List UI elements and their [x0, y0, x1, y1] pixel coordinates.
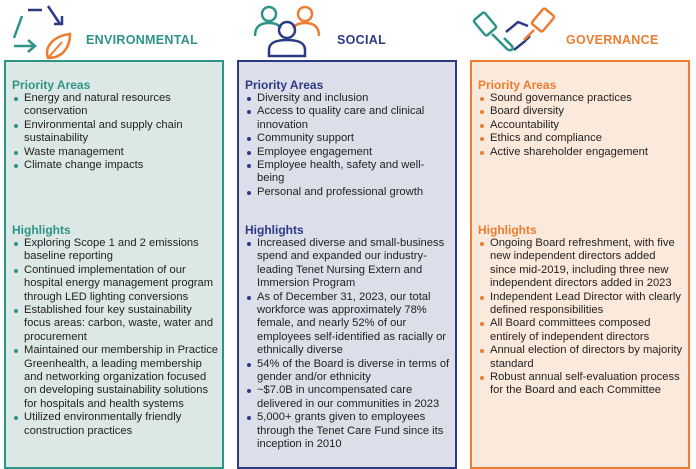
- social-column: SOCIAL Priority Areas Diversity and incl…: [237, 0, 457, 469]
- list-item: Annual election of directors by majority…: [478, 344, 684, 371]
- environmental-priority-list: Energy and natural resources conservatio…: [12, 92, 218, 172]
- recycle-leaf-icon: [12, 5, 72, 60]
- environmental-column: ENVIRONMENTAL Priority Areas Energy and …: [4, 0, 224, 469]
- list-item: Established four key sustainability focu…: [12, 304, 218, 344]
- list-item: Climate change impacts: [12, 159, 218, 172]
- environmental-highlights-section: Highlights Exploring Scope 1 and 2 emiss…: [12, 223, 218, 438]
- list-item: Exploring Scope 1 and 2 emissions baseli…: [12, 237, 218, 264]
- governance-column: GOVERNANCE Priority Areas Sound governan…: [470, 0, 690, 469]
- environmental-priority-title: Priority Areas: [12, 78, 91, 92]
- list-item: Energy and natural resources conservatio…: [12, 92, 218, 119]
- list-item: Active shareholder engagement: [478, 146, 684, 159]
- governance-header: GOVERNANCE: [470, 0, 690, 62]
- list-item: Sound governance practices: [478, 92, 684, 105]
- list-item: Community support: [245, 132, 451, 145]
- list-item: 5,000+ grants given to employees through…: [245, 411, 451, 451]
- list-item: Accountability: [478, 119, 684, 132]
- social-panel: Priority Areas Diversity and inclusion A…: [237, 60, 457, 469]
- list-item: All Board committees composed entirely o…: [478, 317, 684, 344]
- social-priority-title: Priority Areas: [245, 78, 324, 92]
- social-header: SOCIAL: [237, 0, 457, 62]
- social-priority-list: Diversity and inclusion Access to qualit…: [245, 92, 451, 199]
- list-item: As of December 31, 2023, our total workf…: [245, 291, 451, 358]
- list-item: Personal and professional growth: [245, 186, 451, 199]
- list-item: Environmental and supply chain sustainab…: [12, 119, 218, 146]
- governance-highlights-list: Ongoing Board refreshment, with five new…: [478, 237, 684, 398]
- list-item: Diversity and inclusion: [245, 92, 451, 105]
- list-item: Access to quality care and clinical inno…: [245, 105, 451, 132]
- social-priority-section: Priority Areas Diversity and inclusion A…: [245, 78, 451, 199]
- handshake-icon: [472, 7, 556, 52]
- governance-priority-section: Priority Areas Sound governance practice…: [478, 78, 684, 159]
- social-title: SOCIAL: [337, 33, 387, 47]
- list-item: Board diversity: [478, 105, 684, 118]
- governance-priority-title: Priority Areas: [478, 78, 557, 92]
- list-item: Robust annual self-evaluation process fo…: [478, 371, 684, 398]
- list-item: Employee health, safety and well-being: [245, 159, 451, 186]
- environmental-header: ENVIRONMENTAL: [4, 0, 224, 62]
- governance-highlights-section: Highlights Ongoing Board refreshment, wi…: [478, 223, 684, 398]
- environmental-priority-section: Priority Areas Energy and natural resour…: [12, 78, 218, 172]
- social-highlights-title: Highlights: [245, 223, 304, 237]
- list-item: Utilized environmentally friendly constr…: [12, 411, 218, 438]
- environmental-title: ENVIRONMENTAL: [86, 33, 198, 47]
- environmental-highlights-title: Highlights: [12, 223, 71, 237]
- governance-title: GOVERNANCE: [566, 33, 659, 47]
- social-highlights-list: Increased diverse and small-business spe…: [245, 237, 451, 452]
- list-item: Increased diverse and small-business spe…: [245, 237, 451, 291]
- list-item: Employee engagement: [245, 146, 451, 159]
- environmental-highlights-list: Exploring Scope 1 and 2 emissions baseli…: [12, 237, 218, 438]
- list-item: Ethics and compliance: [478, 132, 684, 145]
- list-item: 54% of the Board is diverse in terms of …: [245, 358, 451, 385]
- governance-priority-list: Sound governance practices Board diversi…: [478, 92, 684, 159]
- people-group-icon: [253, 5, 321, 58]
- list-item: Waste management: [12, 146, 218, 159]
- environmental-panel: Priority Areas Energy and natural resour…: [4, 60, 224, 469]
- list-item: Continued implementation of our hospital…: [12, 264, 218, 304]
- governance-highlights-title: Highlights: [478, 223, 537, 237]
- list-item: ~$7.0B in uncompensated care delivered i…: [245, 384, 451, 411]
- list-item: Independent Lead Director with clearly d…: [478, 291, 684, 318]
- governance-panel: Priority Areas Sound governance practice…: [470, 60, 690, 469]
- list-item: Maintained our membership in Practice Gr…: [12, 344, 218, 411]
- list-item: Ongoing Board refreshment, with five new…: [478, 237, 684, 291]
- social-highlights-section: Highlights Increased diverse and small-b…: [245, 223, 451, 452]
